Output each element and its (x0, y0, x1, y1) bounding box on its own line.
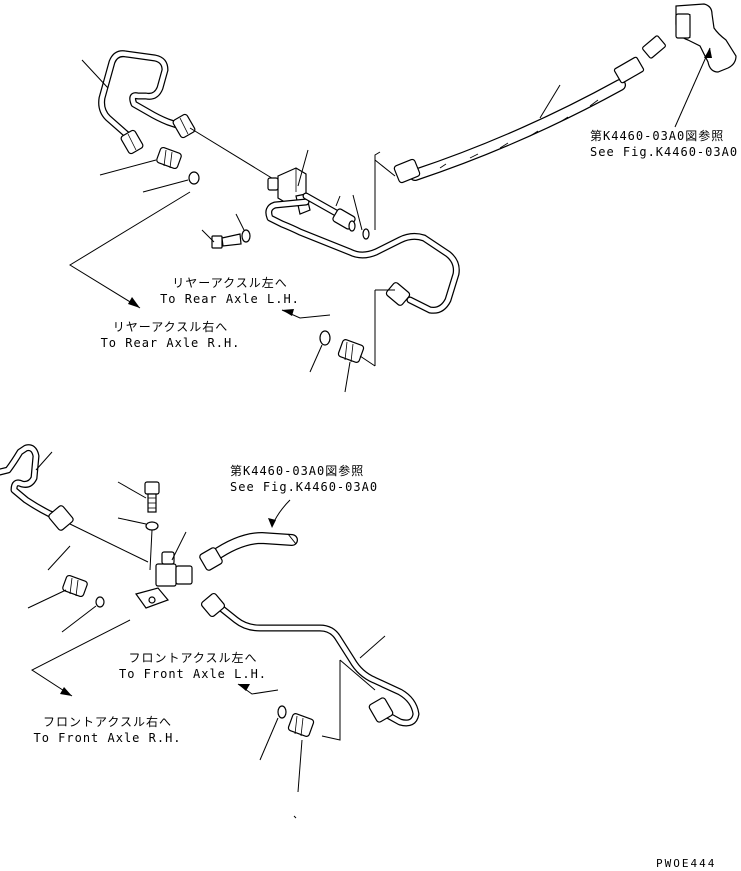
front-centre-line (69, 523, 149, 563)
mid-ref-label-ja: 第K4460-03A0図参照 (230, 464, 365, 478)
mid-ref-label-en: See Fig.K4460-03A0 (230, 480, 379, 494)
front-lh-label-ja: フロントアクスル左へ (128, 651, 258, 665)
hose-end-fitting-right (613, 35, 666, 84)
rear-rh-routing (69, 191, 331, 319)
rear-small-o-ring (362, 228, 370, 240)
rear-left-brake-tube (98, 50, 184, 144)
front-rh-label-ja: フロントアクスル右へ (42, 715, 173, 729)
front-rh-routing (31, 545, 279, 697)
rear-lower-connector (337, 339, 365, 363)
rear-washer (241, 229, 251, 243)
rear-bolt (211, 233, 242, 249)
front-leader-lines (27, 451, 386, 819)
front-lh-label-en: To Front Axle L.H. (118, 667, 268, 681)
front-left-brake-tube (0, 444, 66, 522)
front-right-tube-nut-2 (368, 697, 394, 723)
rear-lh-label-en: To Rear Axle L.H. (160, 292, 300, 306)
front-left-connector (62, 574, 88, 598)
front-right-brake-tube (212, 600, 420, 727)
rear-connector-fitting (156, 146, 182, 170)
front-lower-connector (287, 713, 315, 737)
rear-right-tube-nut (385, 282, 411, 306)
rear-left-tube-nut-2 (172, 113, 196, 139)
front-rh-label-en: To Front Axle R.H. (33, 731, 182, 745)
drawing-code: PWOE444 (656, 857, 717, 870)
hose-end-fitting-left (393, 158, 421, 184)
front-washer (145, 521, 159, 531)
top-ref-label-ja: 第K4460-03A0図参照 (590, 129, 725, 143)
rear-brake-hose (409, 79, 626, 181)
front-junction-block (135, 551, 193, 609)
rear-leader-lines (81, 47, 712, 393)
rear-o-ring (188, 171, 200, 185)
front-right-tube-nut-1 (200, 592, 226, 618)
rear-rh-label-en: To Rear Axle R.H. (100, 336, 241, 350)
front-upper-hose-fitting (199, 547, 223, 571)
rear-lower-o-ring (319, 330, 331, 346)
rear-centre-line (189, 127, 276, 181)
front-bolt-axis (149, 529, 153, 571)
front-bolt (144, 481, 160, 513)
rear-block-straight-tube (302, 192, 356, 232)
front-upper-hose (208, 531, 298, 562)
rear-lh-label-ja: リヤーアクスル左へ (172, 276, 288, 290)
top-right-connector (675, 3, 737, 73)
front-left-o-ring (95, 596, 105, 608)
top-ref-label-en: See Fig.K4460-03A0 (590, 145, 739, 159)
rear-rh-label-ja: リヤーアクスル右へ (112, 320, 229, 334)
rear-left-tube-nut-1 (120, 129, 144, 155)
rear-right-brake-tube (265, 198, 460, 314)
front-lower-o-ring (277, 705, 287, 719)
front-left-tube-nut (48, 505, 74, 531)
